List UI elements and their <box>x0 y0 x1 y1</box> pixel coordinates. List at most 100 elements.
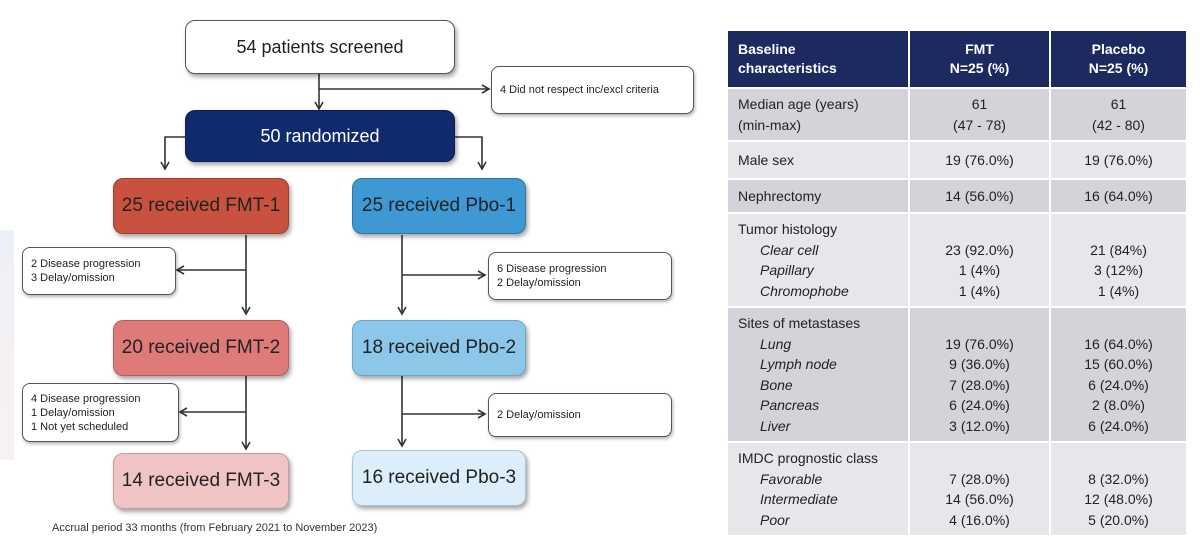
fmt-value-text: 3 (12.0%) <box>949 417 1010 434</box>
row-label-text: Male sex <box>738 151 795 168</box>
row-label: Nephrectomy <box>726 178 910 214</box>
row-sublabel: Chromophobe <box>760 282 849 299</box>
row-label-text: IMDC prognostic class <box>738 450 879 466</box>
placebo-value: 21 (84%) 3 (12%) 1 (4%) <box>1049 212 1188 308</box>
pbo2-dropout-note: 2 Delay/omission <box>488 393 672 437</box>
flow-connectors <box>160 74 491 451</box>
placebo-value-text: 19 (76.0%) <box>1084 151 1153 168</box>
accrual-caption: Accrual period 33 months (from February … <box>52 522 378 534</box>
fmt-value-text: 14 (56.0%) <box>945 491 1014 507</box>
row-label: Median age (years) (min-max) <box>726 87 910 142</box>
placebo-value-text: 16 (64.0%) <box>1084 187 1153 204</box>
fmt-value-text: 6 (24.0%) <box>949 397 1010 413</box>
header-text: characteristics <box>738 60 837 76</box>
fmt-value: 14 (56.0%) <box>908 178 1051 214</box>
fmt-value-text: 1 (4%) <box>958 262 1001 278</box>
table-row-male: Male sex 19 (76.0%) 19 (76.0%) <box>726 140 1188 180</box>
placebo-value-text: 2 (8.0%) <box>1092 397 1145 413</box>
pbo2-dropout-line: 2 Delay/omission <box>497 409 581 421</box>
header-text: Baseline <box>738 41 796 57</box>
screened-box: 54 patients screened <box>185 20 455 74</box>
fmt1-dropout-line: 3 Delay/omission <box>31 272 115 284</box>
placebo-value-text: 21 (84%) <box>1090 241 1147 258</box>
pbo2-box: 18 received Pbo-2 <box>352 320 526 376</box>
fmt-value-text: (47 - 78) <box>953 116 1006 133</box>
row-label-text: (min-max) <box>738 116 801 133</box>
pbo1-dropout-note: 6 Disease progression 2 Delay/omission <box>488 252 672 300</box>
placebo-value-text: 6 (24.0%) <box>1088 376 1149 393</box>
connector-rand-fmt <box>160 136 185 171</box>
table-header-row: Baseline characteristics FMT N=25 (%) Pl… <box>726 29 1188 89</box>
table-row-nephrectomy: Nephrectomy 14 (56.0%) 16 (64.0%) <box>726 178 1188 214</box>
pbo1-dropout-line: 2 Delay/omission <box>497 277 581 289</box>
header-fmt: FMT N=25 (%) <box>908 29 1051 89</box>
placebo-value-text: 6 (24.0%) <box>1088 417 1149 434</box>
row-sublabel: Lung <box>760 335 792 352</box>
header-text: Placebo <box>1091 41 1146 57</box>
fmt-value-text: 19 (76.0%) <box>945 151 1014 168</box>
row-sublabel: Lymph node <box>760 356 837 372</box>
pbo1-box: 25 received Pbo-1 <box>352 178 526 234</box>
fmt-value-text: 9 (36.0%) <box>949 356 1010 372</box>
placebo-value-text: 12 (48.0%) <box>1084 491 1153 507</box>
fmt-value: 7 (28.0%) 14 (56.0%) 4 (16.0%) <box>908 441 1051 537</box>
fmt-value-text: 19 (76.0%) <box>945 335 1014 352</box>
fmt-value-text: 14 (56.0%) <box>945 187 1014 204</box>
screened-label: 54 patients screened <box>236 36 404 57</box>
table-row-histology: Tumor histology Clear cell Papillary Chr… <box>726 212 1188 308</box>
pbo3-box: 16 received Pbo-3 <box>352 450 526 506</box>
table-row-imdc: IMDC prognostic class Favorable Intermed… <box>726 441 1188 537</box>
fmt-value: 19 (76.0%) 9 (36.0%) 7 (28.0%) 6 (24.0%)… <box>908 306 1051 443</box>
pbo2-label: 18 received Pbo-2 <box>361 337 517 358</box>
placebo-value-text: 15 (60.0%) <box>1084 356 1153 372</box>
header-text: N=25 (%) <box>949 60 1010 76</box>
placebo-value-text: 1 (4%) <box>1097 282 1140 299</box>
background-decoration <box>0 230 14 460</box>
row-label-text: Median age (years) <box>738 96 859 112</box>
row-label: Sites of metastases Lung Lymph node Bone… <box>726 306 910 443</box>
header-characteristics: Baseline characteristics <box>726 29 910 89</box>
table-row-metastases: Sites of metastases Lung Lymph node Bone… <box>726 306 1188 443</box>
placebo-value-text: 61 <box>1110 96 1127 112</box>
fmt1-dropout-note: 2 Disease progression 3 Delay/omission <box>22 247 176 295</box>
row-sublabel: Liver <box>760 417 791 434</box>
fmt2-label: 20 received FMT-2 <box>121 337 281 358</box>
row-label: Tumor histology Clear cell Papillary Chr… <box>726 212 910 308</box>
row-sublabel: Pancreas <box>760 397 820 413</box>
baseline-table: Baseline characteristics FMT N=25 (%) Pl… <box>726 29 1188 537</box>
fmt-value-text: 7 (28.0%) <box>949 376 1010 393</box>
placebo-value-text: 16 (64.0%) <box>1084 335 1153 352</box>
fmt-value-text: 61 <box>971 96 988 112</box>
row-sublabel: Favorable <box>760 470 823 487</box>
fmt2-dropout-line: 1 Not yet scheduled <box>31 420 129 433</box>
fmt-value-text: 7 (28.0%) <box>949 470 1010 487</box>
fmt-value: 19 (76.0%) <box>908 140 1051 180</box>
fmt2-dropout-line: 1 Delay/omission <box>31 406 115 419</box>
fmt1-box: 25 received FMT-1 <box>113 178 289 234</box>
row-label-text: Nephrectomy <box>738 187 822 204</box>
fmt-value-text: 23 (92.0%) <box>945 241 1014 258</box>
fmt2-dropout-line: 4 Disease progression <box>31 392 141 405</box>
exclusion-note-text: 4 Did not respect inc/excl criteria <box>500 84 659 96</box>
row-label: IMDC prognostic class Favorable Intermed… <box>726 441 910 537</box>
placebo-value-text: 8 (32.0%) <box>1088 470 1149 487</box>
fmt-value: 61 (47 - 78) <box>908 87 1051 142</box>
row-sublabel: Poor <box>760 511 790 528</box>
placebo-value: 61 (42 - 80) <box>1049 87 1188 142</box>
randomized-label: 50 randomized <box>260 125 380 146</box>
row-label-text: Tumor histology <box>738 221 838 237</box>
placebo-value-text: (42 - 80) <box>1092 116 1145 133</box>
connector-rand-pbo <box>455 136 487 171</box>
table-row-age: Median age (years) (min-max) 61 (47 - 78… <box>726 87 1188 142</box>
row-sublabel: Papillary <box>760 262 814 278</box>
placebo-value-text: 3 (12%) <box>1093 262 1144 278</box>
row-sublabel: Intermediate <box>760 491 838 507</box>
placebo-value: 19 (76.0%) <box>1049 140 1188 180</box>
fmt-value-text: 1 (4%) <box>958 282 1001 299</box>
pbo3-label: 16 received Pbo-3 <box>361 467 517 488</box>
fmt3-box: 14 received FMT-3 <box>113 453 289 509</box>
placebo-value: 8 (32.0%) 12 (48.0%) 5 (20.0%) <box>1049 441 1188 537</box>
fmt2-box: 20 received FMT-2 <box>113 320 289 376</box>
placebo-value-text: 5 (20.0%) <box>1088 511 1149 528</box>
